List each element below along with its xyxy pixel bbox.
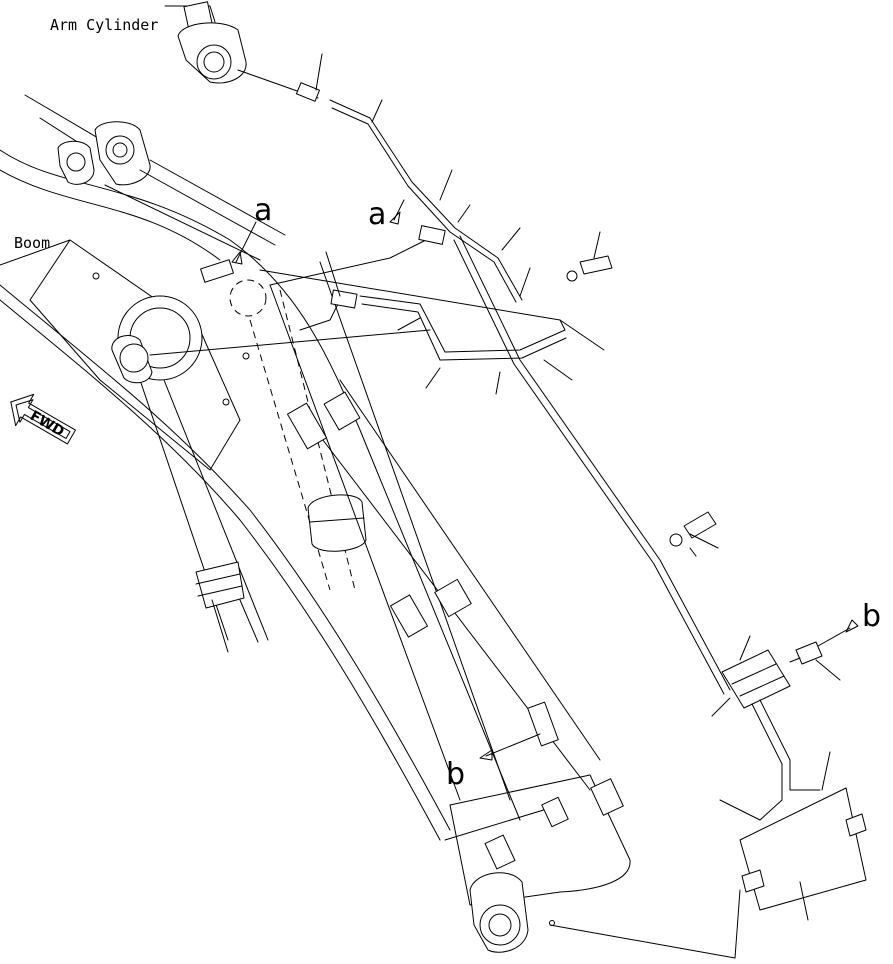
boom-cylinder bbox=[111, 295, 269, 641]
fwd-arrow-icon bbox=[10, 393, 76, 445]
callout-a-top: a bbox=[254, 193, 272, 228]
arm-cylinder-label: Arm Cylinder bbox=[50, 16, 158, 34]
leader-lines bbox=[211, 53, 841, 921]
callout-a-mid: a bbox=[368, 197, 386, 232]
hydraulic-piping bbox=[149, 82, 867, 959]
boom-clamp bbox=[200, 259, 234, 283]
callout-b-right: b bbox=[862, 599, 881, 634]
boom-body bbox=[0, 94, 521, 841]
arm-cylinder-hidden bbox=[229, 279, 367, 591]
callout-b-bottom: b bbox=[446, 757, 465, 792]
arm-cylinder-end bbox=[164, 1, 301, 93]
fwd-label: FWD bbox=[27, 408, 67, 440]
arm-body bbox=[269, 261, 631, 953]
boom-label: Boom bbox=[14, 234, 50, 252]
